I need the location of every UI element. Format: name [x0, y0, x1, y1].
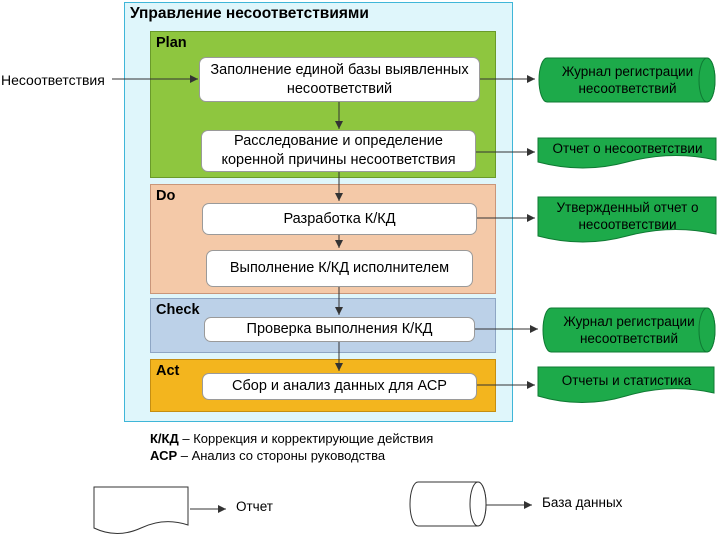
legend-kkd: К/КД – Коррекция и корректирующие действ…	[150, 431, 433, 446]
output-label-report: Отчет о несоответствии	[552, 141, 703, 156]
legend-kkd-text: – Коррекция и корректирующие действия	[178, 431, 434, 446]
output-label-journal-1: Журнал регистрации несоответствий	[561, 64, 694, 96]
legend-asr-text: – Анализ со стороны руководства	[177, 448, 386, 463]
phase-label-check: Check	[156, 302, 200, 318]
legend-kkd-abbr: К/КД	[150, 431, 179, 446]
phase-label-act: Act	[156, 363, 180, 379]
phase-label-plan: Plan	[156, 35, 187, 51]
legend-doc-icon	[93, 486, 189, 534]
step-develop-kkd: Разработка К/КД	[202, 203, 477, 235]
step-fill-database: Заполнение единой базы выявленных несоот…	[199, 57, 480, 102]
legend-doc-label: Отчет	[236, 499, 273, 514]
legend-asr-abbr: АСР	[150, 448, 178, 463]
output-label-approved-report: Утвержденный отчет о несоответствии	[556, 200, 699, 232]
legend-db-label: База данных	[542, 495, 623, 510]
output-label-statistics: Отчеты и статистика	[561, 372, 692, 388]
legend-db-icon	[409, 481, 487, 527]
output-label-journal-2: Журнал регистрации несоответствий	[563, 314, 695, 346]
output-doc-statistics	[537, 366, 715, 403]
diagram-title: Управление несоответствиями	[130, 5, 369, 22]
input-label: Несоответствия	[1, 72, 105, 88]
output-doc-approved-report	[537, 196, 717, 243]
step-verify-kkd: Проверка выполнения К/КД	[204, 317, 475, 342]
phase-label-do: Do	[156, 188, 176, 204]
step-collect-analyze-data: Сбор и анализ данных для АСР	[202, 373, 477, 400]
output-doc-report	[537, 137, 717, 169]
output-db-journal-1	[538, 57, 716, 103]
step-execute-kkd: Выполнение К/КД исполнителем	[206, 250, 473, 287]
step-root-cause-investigation: Расследование и определение коренной при…	[201, 130, 476, 172]
output-db-journal-2	[542, 307, 716, 353]
legend-asr: АСР – Анализ со стороны руководства	[150, 448, 385, 463]
